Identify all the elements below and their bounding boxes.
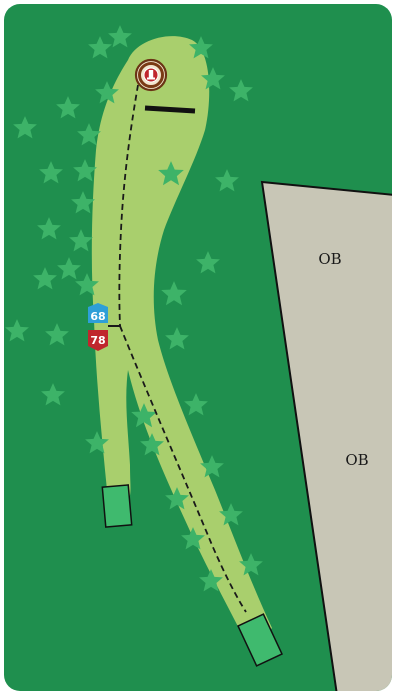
distance-marker-value: 78 [90, 334, 105, 347]
mando-line [144, 105, 196, 114]
out-of-bounds-zone [260, 180, 392, 691]
basket-target-icon [134, 58, 168, 92]
ob-label: OB [345, 451, 368, 469]
distance-marker-value: 68 [90, 310, 105, 323]
throw-line-long [119, 325, 247, 613]
throw-line-short [118, 84, 139, 327]
tee-pad-short[interactable] [101, 484, 133, 528]
ob-label: OB [318, 250, 341, 268]
distance-marker-short: 68 [88, 303, 108, 323]
tee-pad-icon[interactable] [237, 613, 283, 667]
distance-marker-long: 78 [88, 330, 108, 351]
tee-pad-long[interactable] [237, 613, 283, 667]
tee-pad-icon[interactable] [101, 484, 133, 528]
fairway [91, 36, 272, 650]
